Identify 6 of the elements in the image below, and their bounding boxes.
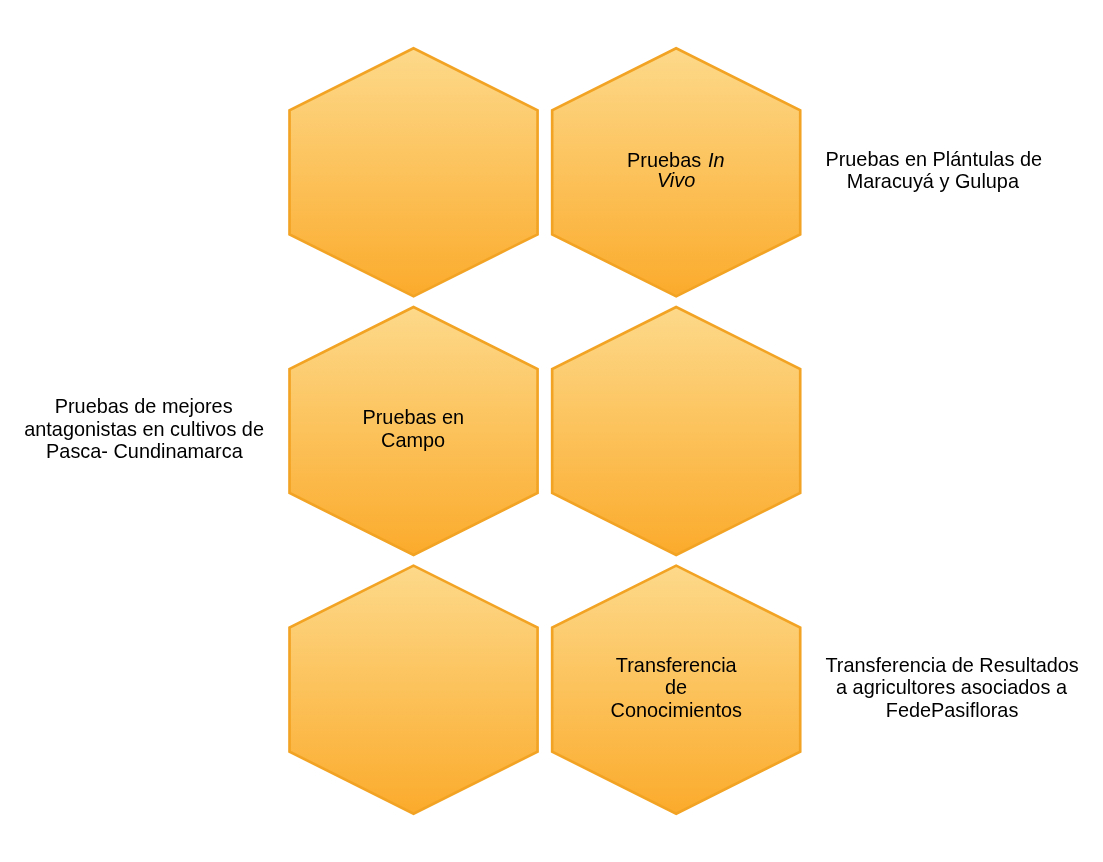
node-label: Pruebas en Plántulas de Maracuyá y Gulupa <box>825 147 1042 193</box>
node-hexagon <box>550 305 802 557</box>
node-label: Pruebas de mejores antagonistas en cultivos de Pasca- Cundinamarca <box>24 395 264 463</box>
node-label: Transferencia de Resultados a agricultores asociados a FedePasifloras <box>825 653 1079 721</box>
node-hexagon <box>288 564 539 816</box>
node-hexagon <box>288 46 539 298</box>
